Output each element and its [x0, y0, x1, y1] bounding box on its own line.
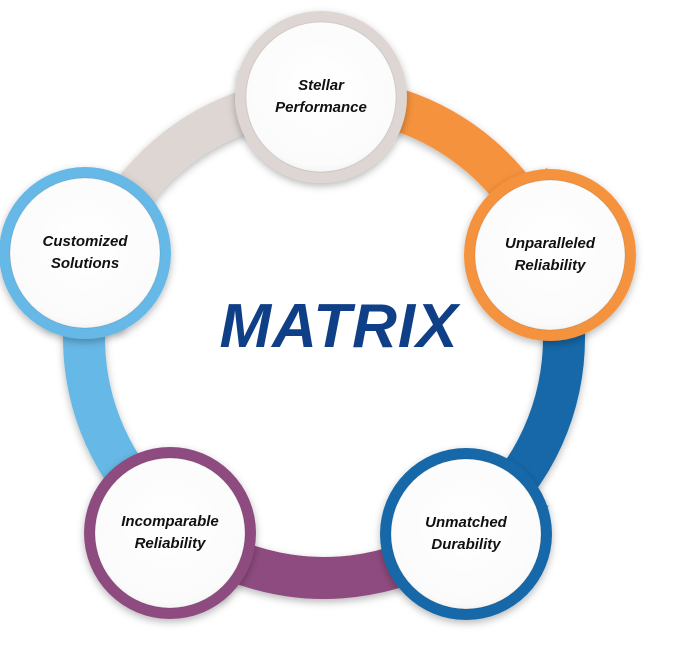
node-disc-stellar-performance — [245, 21, 397, 173]
node-label-line: Stellar — [298, 77, 344, 94]
node-label-line: Performance — [275, 99, 367, 116]
node-label-line: Solutions — [50, 255, 120, 272]
node-disc-incomparable-reliability — [94, 457, 246, 609]
node-label-line: Customized — [42, 233, 128, 250]
node-label-line: Reliability — [134, 535, 206, 552]
node-disc-unmatched-durability — [390, 458, 542, 610]
diagram-title: MATRIX — [219, 292, 459, 361]
cycle-arrow-to-incomparable-reliability — [194, 523, 451, 601]
node-label-line: Incomparable — [121, 513, 219, 530]
node-disc-unparalleled-reliability — [474, 179, 626, 331]
node-label-line: Reliability — [514, 257, 586, 274]
node-disc-customized-solutions — [9, 177, 161, 329]
node-label-line: Unmatched — [425, 514, 507, 531]
node-label-line: Durability — [431, 536, 501, 553]
node-label-line: Unparalleled — [504, 235, 596, 252]
